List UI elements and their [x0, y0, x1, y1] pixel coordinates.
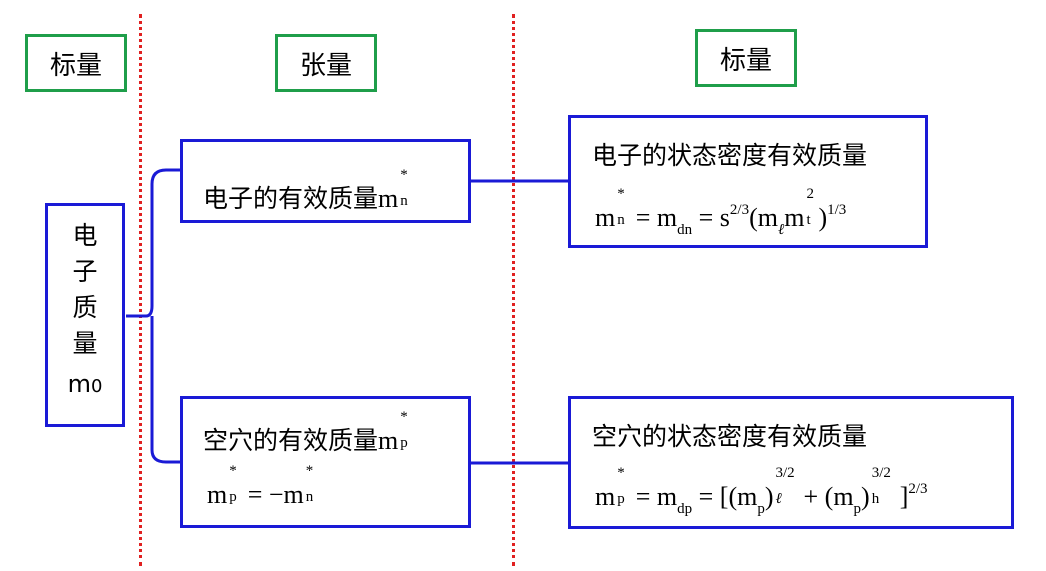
header-scalar-left: 标量 [25, 34, 127, 92]
brace-connector [126, 168, 180, 464]
header-scalar-right: 标量 [695, 29, 797, 87]
hole-effective-label-text: 空穴的有效质量 [203, 426, 379, 455]
hole-dos-title: 空穴的状态密度有效质量 [592, 422, 868, 451]
electron-mass-char: 电 [72, 221, 98, 250]
electron-mass-char: 子 [72, 257, 98, 286]
electron-mass-char: 量 [72, 329, 98, 358]
mass-symbol-m: m [67, 370, 91, 398]
electron-mass-char: 质 [72, 293, 98, 322]
header-tensor: 张量 [275, 34, 377, 92]
hole-electron-relation: m*p = −m*n [207, 463, 314, 509]
symbol-m-star-p: m*p [378, 409, 408, 455]
symbol-m-star-n: m*n [378, 167, 408, 213]
divider-left [139, 14, 142, 566]
electron-mass-symbol: m0 [48, 366, 122, 405]
electron-effective-mass-box: 电子的有效质量m*n [180, 139, 471, 223]
electron-effective-mass-label: 电子的有效质量m*n [203, 167, 412, 215]
electron-dos-title: 电子的状态密度有效质量 [592, 141, 868, 170]
electron-effective-label-text: 电子的有效质量 [203, 184, 379, 213]
hole-effective-mass-label: 空穴的有效质量m*p [203, 409, 412, 457]
divider-right [512, 14, 515, 566]
hole-effective-mass-box: 空穴的有效质量m*p m*p = −m*n [180, 396, 471, 528]
mass-symbol-subscript: 0 [90, 376, 103, 397]
electron-mass-box: 电 子 质 量 m0 [45, 203, 125, 427]
